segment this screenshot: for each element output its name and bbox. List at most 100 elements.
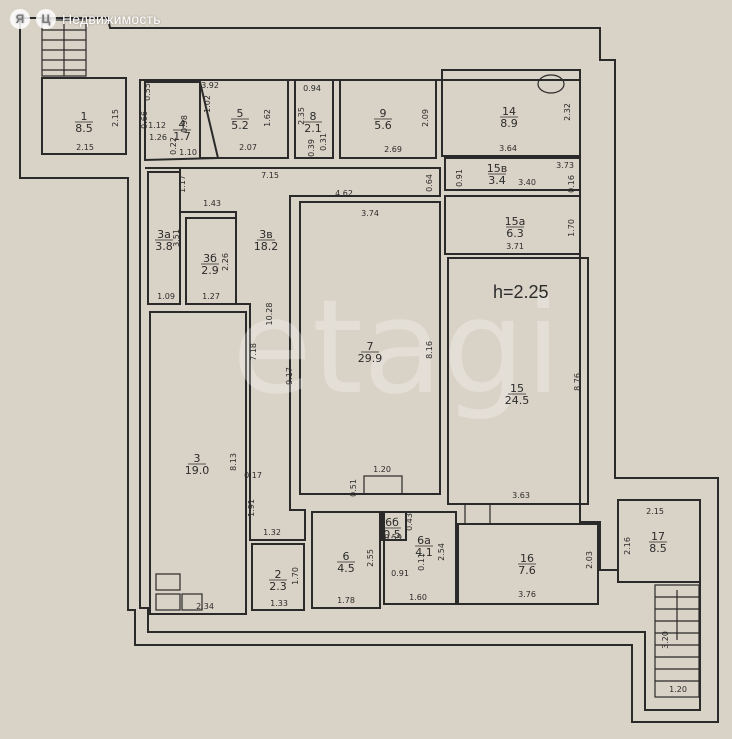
dimension-label: 8.13 — [229, 453, 238, 471]
room-3a-wall — [147, 171, 181, 305]
room-area: 18.2 — [254, 240, 279, 253]
dimension-label: 0.94 — [303, 84, 321, 93]
room-number: 2 — [275, 568, 282, 581]
dimension-label: 10.28 — [265, 303, 274, 326]
dimension-label: 2.15 — [76, 143, 94, 152]
dimension-label: 2.69 — [384, 145, 402, 154]
room-number: 8 — [310, 110, 317, 123]
room-number: 15 — [510, 382, 524, 395]
dimension-label: 0.55 — [143, 83, 152, 101]
dimension-label: 3.63 — [512, 491, 530, 500]
stairs-top-left — [41, 19, 87, 77]
dimension-label: 3.73 — [556, 161, 574, 170]
dimension-label: 3.51 — [172, 229, 181, 247]
room-area: 1.7 — [173, 130, 191, 143]
outer-wall — [19, 17, 719, 723]
dimension-label: 7.15 — [261, 171, 279, 180]
room-number: 5 — [237, 107, 244, 120]
room-area: 4.1 — [415, 546, 433, 559]
dimension-label: 1.43 — [203, 199, 221, 208]
dimension-label: 1.10 — [179, 148, 197, 157]
room-number: 15в — [487, 162, 507, 175]
room-area: 4.5 — [337, 562, 355, 575]
dimension-label: 2.15 — [646, 507, 664, 516]
room-4-wall — [144, 81, 220, 162]
dimension-label: 1.20 — [373, 465, 391, 474]
room-area: 3.4 — [488, 174, 506, 187]
room-area: 2.1 — [304, 122, 322, 135]
dimension-label: 1.17 — [178, 175, 187, 193]
room-area: 2.3 — [269, 580, 287, 593]
dimension-label: 2.54 — [437, 543, 446, 561]
dimension-label: 3.20 — [661, 631, 670, 649]
room-area: 29.9 — [358, 352, 383, 365]
dimension-label: 2.07 — [239, 143, 257, 152]
dimension-label: 7.18 — [249, 343, 258, 361]
room-5-wall — [199, 79, 289, 159]
room-number: 6 — [343, 550, 350, 563]
logo-icon: Ц — [36, 9, 56, 29]
dimension-label: 0.59 — [384, 533, 402, 542]
room-15a-wall — [444, 195, 581, 255]
dimension-label: 1.26 — [149, 133, 167, 142]
room-number: 4 — [179, 118, 186, 131]
fixtures — [155, 475, 491, 611]
dimension-label: 0.16 — [567, 175, 576, 193]
room-number: 3в — [259, 228, 272, 241]
note-circle — [537, 74, 565, 94]
dimension-label: 9.17 — [285, 367, 294, 385]
dimension-label: 0.39 — [307, 139, 316, 157]
room-area: 24.5 — [505, 394, 530, 407]
room-number: 3а — [157, 228, 171, 241]
dimension-label: 0.64 — [425, 174, 434, 192]
dimension-label: 1.02 — [203, 95, 212, 113]
dimension-label: 1.62 — [263, 109, 272, 127]
dimension-label: 4.62 — [335, 189, 353, 198]
ceiling-height-note: h=2.25 — [493, 282, 549, 302]
dimension-label: 2.55 — [366, 549, 375, 567]
room-area: 6.3 — [506, 227, 524, 240]
dimension-label: 3.76 — [518, 590, 536, 599]
stairs-bottom-right — [654, 584, 700, 698]
dimension-label: 2.26 — [221, 253, 230, 271]
room-3v-wall — [145, 167, 441, 541]
dimension-label: 3.74 — [361, 209, 379, 218]
brand-name: Недвижимость — [62, 11, 161, 27]
dimension-label: 2.15 — [111, 109, 120, 127]
dimension-label: 3.64 — [499, 144, 517, 153]
dimension-label: 1.27 — [202, 292, 220, 301]
dimension-label: 0.91 — [391, 569, 409, 578]
dimension-label: 2.09 — [421, 109, 430, 127]
room-number: 3б — [203, 252, 217, 265]
room-15-wall — [447, 257, 589, 505]
room-number: 17 — [651, 530, 665, 543]
room-6-wall — [311, 511, 381, 609]
room-15v-wall — [444, 157, 581, 191]
room-area: 5.6 — [374, 119, 392, 132]
room-6a-wall — [383, 511, 457, 605]
dimension-label: 8.16 — [425, 341, 434, 359]
dimension-label: 0.51 — [349, 479, 358, 497]
room-8-wall — [294, 79, 334, 159]
dimension-label: 2.32 — [563, 103, 572, 121]
dimension-label: 3.71 — [506, 242, 524, 251]
room-number: 6б — [385, 516, 399, 529]
dimension-label: 0.11 — [417, 553, 426, 571]
room-number: 9 — [380, 107, 387, 120]
room-1-wall — [41, 77, 127, 155]
dimension-label: 1.60 — [409, 593, 427, 602]
dimension-label: 0.22 — [169, 137, 178, 155]
dimension-label: 0.98 — [180, 115, 189, 133]
dimension-label: 0.43 — [405, 513, 414, 531]
room-area: 5.2 — [231, 119, 249, 132]
watermark: etagi — [232, 271, 561, 423]
room-14-wall — [441, 69, 581, 157]
dimension-label: 1.09 — [157, 292, 175, 301]
dimension-label: 0.66 — [140, 111, 149, 129]
dimension-label: 2.34 — [196, 602, 214, 611]
dimension-label: 3.40 — [518, 178, 536, 187]
dimension-label: 1.20 — [669, 685, 687, 694]
room-area: 8.5 — [649, 542, 667, 555]
room-labels: 18.555.282.195.6148.941.715в3.415а6.33а3… — [75, 105, 667, 593]
